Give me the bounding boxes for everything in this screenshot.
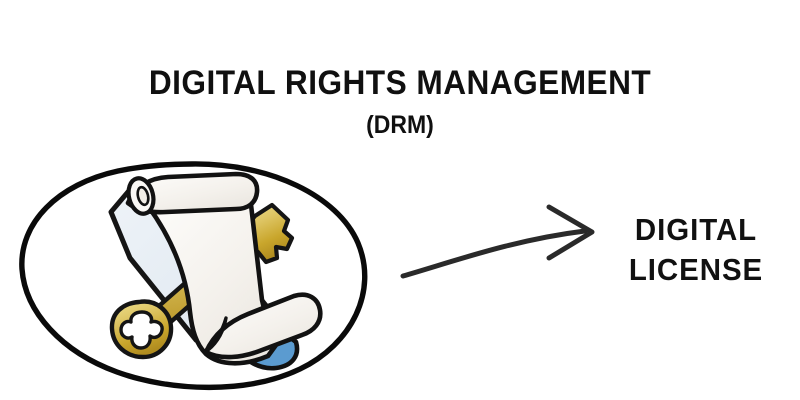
scroll-icon <box>125 171 323 366</box>
curved-arrow <box>400 204 595 279</box>
